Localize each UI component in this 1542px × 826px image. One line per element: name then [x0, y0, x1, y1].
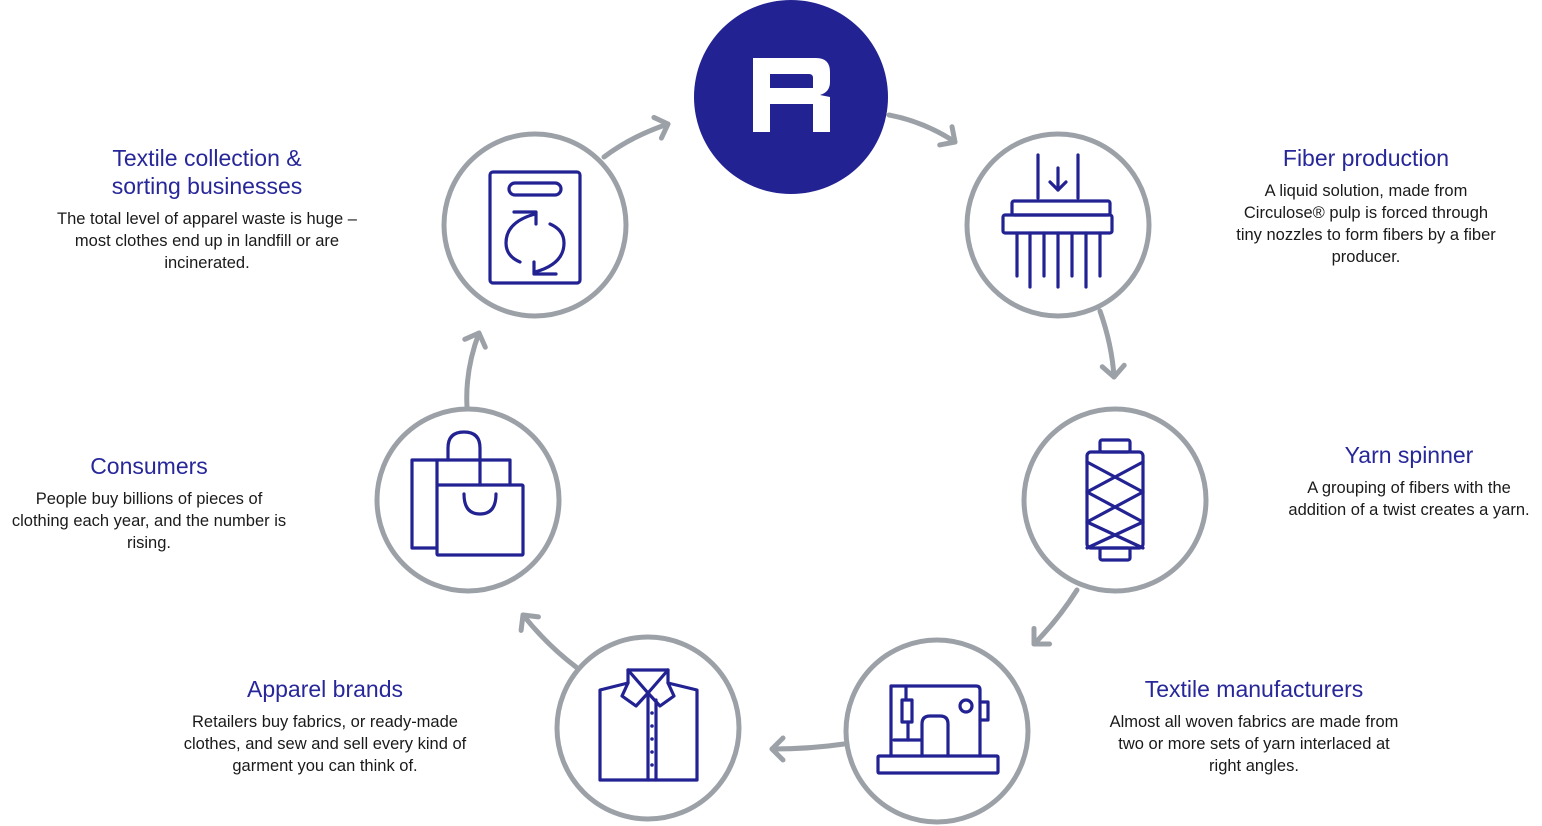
step-description: A grouping of fibers with the addition o… [1288, 479, 1530, 519]
r-logo-icon [753, 58, 830, 132]
arrow-collection-to-logo [601, 121, 671, 160]
recycle-bag-icon [488, 170, 582, 285]
step-description: Almost all woven fabrics are made from t… [1109, 713, 1399, 775]
arrow-logo-to-fiber [886, 112, 958, 145]
step-title: Apparel brands [247, 676, 403, 702]
step-title: Textile manufacturers [1144, 676, 1364, 702]
shirt-icon [598, 668, 699, 782]
arrow-yarn-to-textile [1031, 587, 1080, 647]
shopping-bags-icon [410, 430, 525, 557]
yarn-circle [1021, 406, 1209, 594]
step-fiber: Fiber production A liquid solution, made… [1232, 144, 1500, 268]
step-title: Fiber production [1282, 145, 1450, 171]
step-collection: Textile collection & sorting businesses … [48, 144, 366, 274]
flow-arrows [465, 114, 1125, 760]
step-yarn: Yarn spinner A grouping of fibers with t… [1288, 441, 1530, 521]
fiber-circle [964, 131, 1152, 319]
step-description: The total level of apparel waste is huge… [57, 210, 357, 272]
fiber-nozzle-icon [1001, 153, 1114, 289]
step-circles [374, 131, 1209, 825]
step-description: Retailers buy fabrics, or ready-made clo… [183, 713, 467, 775]
textile-circle [843, 637, 1031, 825]
arrow-textile-to-apparel [769, 741, 847, 752]
step-textile: Textile manufacturers Almost all woven f… [1108, 675, 1400, 777]
arrow-fiber-to-yarn [1097, 308, 1117, 380]
consumers-circle [374, 406, 562, 594]
step-apparel: Apparel brands Retailers buy fabrics, or… [180, 675, 470, 777]
step-consumers: Consumers People buy billions of pieces … [6, 452, 292, 554]
step-description: People buy billions of pieces of clothin… [11, 490, 287, 552]
center-logo [694, 0, 888, 194]
step-title: Consumers [90, 453, 208, 479]
arrow-consumers-to-collection [464, 330, 482, 410]
step-description: A liquid solution, made from Circulose® … [1236, 182, 1496, 266]
yarn-spool-icon [1085, 438, 1145, 562]
step-title: Yarn spinner [1344, 442, 1474, 468]
sewing-machine-icon [876, 684, 1000, 775]
arrow-apparel-to-consumers [520, 612, 579, 670]
step-title: Textile collection & sorting businesses [111, 145, 303, 199]
